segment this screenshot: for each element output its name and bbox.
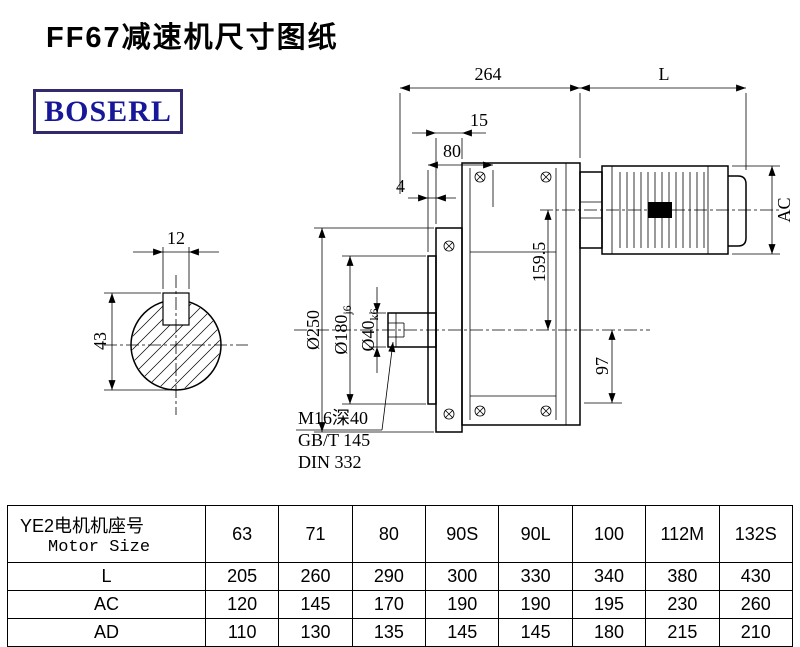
table-cell: 120 (204, 590, 280, 619)
dim-dia180-label: Ø180j6 (331, 305, 354, 354)
size-col-header: 71 (278, 505, 353, 563)
dim-key-width: 12 (133, 228, 219, 289)
table-cell: 380 (645, 562, 720, 591)
table-cell: 195 (571, 590, 647, 619)
motor (601, 165, 747, 255)
gear-housing (461, 162, 581, 426)
table-cell: 110 (204, 618, 280, 647)
table-cell: 260 (718, 590, 794, 619)
table-cell: 170 (351, 590, 427, 619)
dim-L-label: L (659, 64, 670, 84)
dim-264-label: 264 (475, 64, 502, 84)
table-cell: 430 (718, 562, 794, 591)
table-cell: 145 (425, 618, 500, 647)
motor-size-header-cell: YE2电机机座号 Motor Size (7, 505, 206, 563)
motor-size-table: YE2电机机座号 Motor Size 63 71 80 90S 90L 100… (7, 505, 794, 647)
table-cell: 300 (425, 562, 500, 591)
shaft-section-view: 12 43 (90, 228, 248, 415)
table-cell: 340 (571, 562, 647, 591)
dim-4-label: 4 (396, 176, 405, 196)
table-cell: 190 (425, 590, 500, 619)
table-cell: 215 (645, 618, 720, 647)
table-row-AC: AC 120 145 170 190 190 195 230 260 (7, 590, 794, 619)
flange-bolt-symbols (443, 240, 455, 420)
table-cell: 135 (351, 618, 427, 647)
table-cell: 190 (498, 590, 573, 619)
size-col-header: 63 (204, 505, 280, 563)
table-cell: 260 (278, 562, 353, 591)
dim-AC-label: AC (774, 197, 794, 222)
table-cell: 180 (571, 618, 647, 647)
table-row-L: L 205 260 290 300 330 340 380 430 (7, 562, 794, 591)
table-cell: 145 (498, 618, 573, 647)
table-cell: 145 (278, 590, 353, 619)
page-title: FF67减速机尺寸图纸 (46, 22, 339, 54)
dim-axis-distance-159-5: 159.5 (529, 210, 552, 330)
dim-97: 97 (584, 330, 622, 404)
note-din-label: DIN 332 (298, 452, 362, 472)
dim-shaft-height: 43 (90, 292, 172, 391)
dim-80-label: 80 (443, 141, 461, 161)
note-gbt-label: GB/T 145 (298, 430, 370, 450)
dim-flange-thickness-15: 15 (412, 110, 488, 224)
dim-15-label: 15 (470, 110, 488, 130)
dim-43-label: 43 (90, 332, 110, 350)
table-cell: 230 (645, 590, 720, 619)
table-header-row: YE2电机机座号 Motor Size 63 71 80 90S 90L 100… (7, 505, 794, 563)
row-label: AD (7, 618, 206, 647)
dim-4: 4 (396, 176, 456, 202)
table-cell: 210 (718, 618, 794, 647)
size-table: YE2电机机座号 Motor Size 63 71 80 90S 90L 100… (7, 505, 794, 647)
size-col-header: 90S (425, 505, 500, 563)
motor-size-header-en: Motor Size (48, 537, 151, 557)
housing-screw-symbols (474, 171, 552, 417)
size-col-header: 100 (571, 505, 647, 563)
gearbox-side-view: 264 L 15 80 4 (294, 64, 794, 472)
dim-motor-diameter-AC: AC (732, 165, 794, 255)
dimension-drawing: 12 43 (90, 64, 794, 472)
row-label: AC (7, 590, 206, 619)
dim-motor-length-L: L (580, 64, 747, 170)
dim-12-label: 12 (167, 228, 185, 248)
table-row-AD: AD 110 130 135 145 145 180 215 210 (7, 618, 794, 647)
size-col-header: 112M (645, 505, 720, 563)
note-m16-label: M16深40 (298, 408, 368, 428)
motor-size-header-cn: YE2电机机座号 (20, 515, 145, 536)
dim-spigot-diameter-180: Ø180j6 (331, 255, 426, 405)
fan-cover (728, 175, 747, 247)
table-cell: 205 (204, 562, 280, 591)
size-col-header: 90L (498, 505, 573, 563)
tapped-hole-note: M16深40 GB/T 145 DIN 332 (296, 341, 396, 472)
dim-dia250-label: Ø250 (303, 310, 323, 350)
table-cell: 130 (278, 618, 353, 647)
dim-97-label: 97 (592, 357, 612, 375)
table-cell: 330 (498, 562, 573, 591)
dim-dia40-label: Ø40k6 (358, 309, 381, 352)
size-col-header: 132S (718, 505, 794, 563)
dim-159-5-label: 159.5 (529, 242, 549, 283)
dim-shaft-diameter-40: Ø40k6 (358, 287, 386, 373)
brand-logo: BOSERL (33, 89, 183, 134)
dim-flange-diameter-250: Ø250 (303, 227, 434, 433)
table-cell: 290 (351, 562, 427, 591)
dim-80: 80 (427, 141, 494, 252)
size-col-header: 80 (351, 505, 427, 563)
motor-nameplate-block (648, 202, 672, 218)
row-label: L (7, 562, 206, 591)
dim-length-264: 264 (399, 64, 581, 194)
